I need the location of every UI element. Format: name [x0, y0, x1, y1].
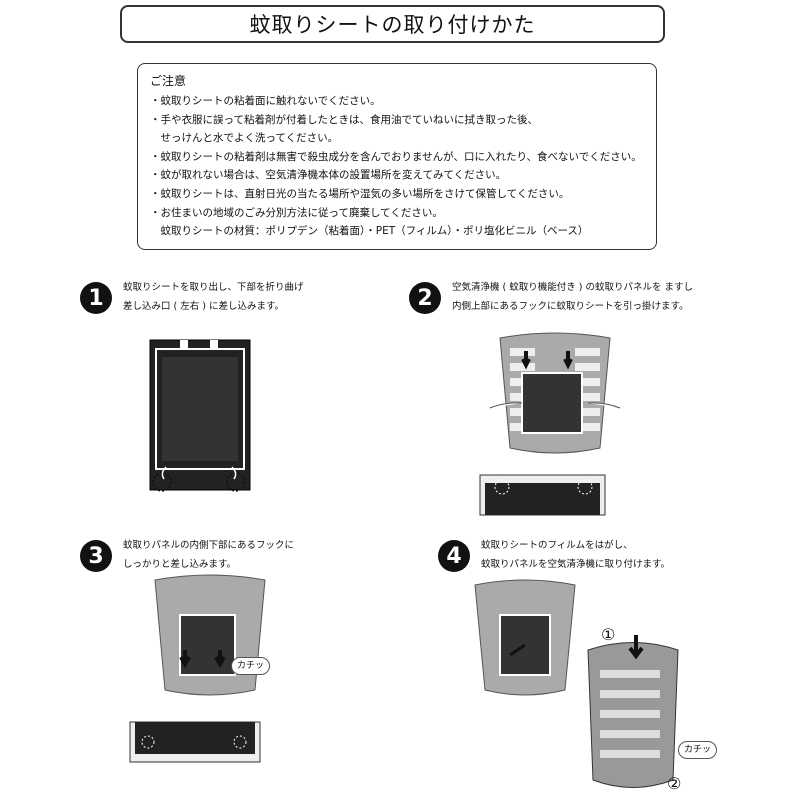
step-4-purifier-illustration	[587, 635, 679, 788]
caution-line: 蚊取りシートの材質：ポリプデン（粘着面）・PET（フィルム）・ポリ塩化ビニル（ベ…	[150, 225, 589, 238]
step-4-line-1: 蚊取りシートのフィルムをはがし、	[481, 540, 633, 551]
step-2-line-2: 内側上部にあるフックに蚊取りシートを引っ掛けます。	[452, 301, 689, 312]
step-1-text: 蚊取りシートを取り出し、下部を折り曲げ 差し込み口 ( 左右 ) に差し込みます…	[123, 278, 304, 316]
step-2-panel-illustration	[489, 332, 621, 454]
caution-line: ・手や衣服に誤って粘着剤が付着したときは、食用油でていねいに拭き取った後、	[150, 113, 538, 126]
page-title: 蚊取りシートの取り付けかた	[120, 5, 665, 43]
caution-line: ・蚊取りシートは、直射日光の当たる場所や湿気の多い場所をさけて保管してください。	[150, 187, 570, 200]
caution-line: ・お住まいの地域のごみ分別方法に従って廃棄してください。	[150, 206, 443, 219]
caution-line: ・蚊が取れない場合は、空気清浄機本体の設置場所を変えてみてください。	[150, 169, 507, 182]
caution-line: ・蚊取りシートの粘着剤は無害で殺虫成分を含んでおりませんが、口に入れたり、食べな…	[150, 150, 642, 163]
step-3-detail-illustration	[129, 721, 261, 763]
step-3-line-1: 蚊取りパネルの内側下部にあるフックに	[123, 540, 295, 551]
caution-line: ・蚊取りシートの粘着面に触れないでください。	[150, 95, 381, 107]
step-3-click-label: カチッ	[231, 657, 271, 675]
step-1-illustration	[149, 339, 251, 492]
step-2-number: 2	[409, 282, 441, 314]
step-4-text: 蚊取りシートのフィルムをはがし、 蚊取りパネルを空気清浄機に取り付けます。	[481, 536, 670, 574]
step-2-detail-illustration	[479, 474, 606, 516]
step-2-text: 空気清浄機 ( 蚊取り機能付き ) の蚊取りパネルを ますし 内側上部にあるフッ…	[452, 278, 693, 316]
step-2-line-1: 空気清浄機 ( 蚊取り機能付き ) の蚊取りパネルを ますし	[452, 282, 694, 293]
caution-heading: ご注意	[150, 74, 187, 88]
step-4-number: 4	[438, 540, 470, 572]
caution-line: せっけんと水でよく洗ってください。	[150, 132, 339, 145]
step-4-line-2: 蚊取りパネルを空気清浄機に取り付けます。	[481, 559, 671, 570]
step-4-click-label: カチッ	[678, 741, 718, 759]
step-1-number: 1	[80, 282, 112, 314]
step-3-line-2: しっかりと差し込みます。	[123, 559, 237, 570]
step-1-line-1: 蚊取りシートを取り出し、下部を折り曲げ	[123, 282, 304, 293]
step-3-number: 3	[80, 540, 112, 572]
step-4-panel-illustration	[474, 579, 576, 696]
step-1-line-2: 差し込み口 ( 左右 ) に差し込みます。	[123, 301, 285, 312]
step-3-panel-illustration	[154, 574, 266, 696]
step-4-circle-2: ②	[667, 774, 682, 793]
step-3-text: 蚊取りパネルの内側下部にあるフックに しっかりと差し込みます。	[123, 536, 294, 574]
caution-box: ご注意 ・蚊取りシートの粘着面に触れないでください。 ・手や衣服に誤って粘着剤が…	[137, 63, 657, 250]
step-4-circle-1: ①	[601, 625, 616, 644]
